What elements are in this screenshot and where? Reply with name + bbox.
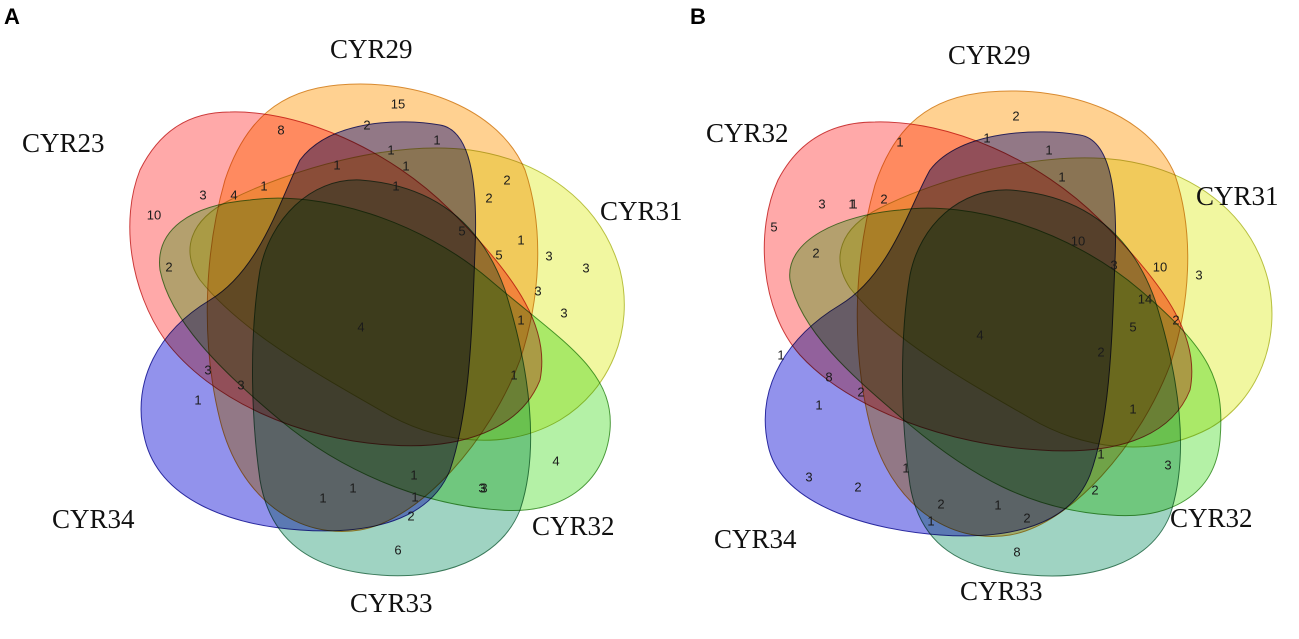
region-count: 3 xyxy=(1164,457,1171,472)
region-count: 2 xyxy=(857,384,864,399)
region-count: 2 xyxy=(363,117,370,132)
region-count: 1 xyxy=(896,134,903,149)
region-count: 3 xyxy=(805,469,812,484)
region-count: 1 xyxy=(333,157,340,172)
region-count: 1 xyxy=(848,196,855,211)
region-count: 1 xyxy=(510,367,517,382)
region-count: 3 xyxy=(199,187,206,202)
venn-panel-a: A CYR29 CYR23 CYR31 CYR34 CYR32 CYR33 15… xyxy=(0,0,683,639)
region-count: 4 xyxy=(357,319,364,334)
region-count: 1 xyxy=(411,489,418,504)
venn-shapes xyxy=(129,83,625,577)
region-count: 2 xyxy=(1012,108,1019,123)
venn-diagram: CYR29 CYR32 CYR31 CYR34 CYR32 CYR33 2 1 … xyxy=(706,40,1279,606)
set-label: CYR34 xyxy=(52,504,135,534)
set-label: CYR32 xyxy=(706,118,789,148)
set-label: CYR31 xyxy=(1196,181,1279,211)
region-count: 2 xyxy=(880,191,887,206)
region-count: 5 xyxy=(495,247,502,262)
set-label: CYR29 xyxy=(330,34,413,64)
region-count: 1 xyxy=(850,196,857,211)
region-count: 8 xyxy=(825,369,832,384)
set-labels: CYR29 CYR23 CYR31 CYR34 CYR32 CYR33 xyxy=(22,34,683,618)
region-count: 3 xyxy=(1195,267,1202,282)
region-count: 1 xyxy=(517,312,524,327)
region-count: 1 xyxy=(815,397,822,412)
region-count: 10 xyxy=(1071,233,1085,248)
set-label: CYR29 xyxy=(948,40,1031,70)
region-count: 1 xyxy=(994,497,1001,512)
region-count: 1 xyxy=(1045,142,1052,157)
region-count: 2 xyxy=(812,245,819,260)
region-count: 1 xyxy=(433,132,440,147)
region-count: 3 xyxy=(545,248,552,263)
set-label: CYR33 xyxy=(960,576,1043,606)
region-count: 3 xyxy=(582,260,589,275)
set-label: CYR32 xyxy=(1170,503,1253,533)
set-shape-cyr34 xyxy=(140,121,477,532)
region-count: 1 xyxy=(410,467,417,482)
region-count: 8 xyxy=(1013,544,1020,559)
set-shape-cyr34 xyxy=(764,131,1117,537)
region-count: 1 xyxy=(777,347,784,362)
region-count: 2 xyxy=(407,508,414,523)
set-label: CYR32 xyxy=(532,511,615,541)
region-counts: 2 1 1 1 1 1 3 1 2 5 2 10 3 10 14 2 5 3 4… xyxy=(770,108,1202,559)
set-label: CYR34 xyxy=(714,524,797,554)
region-count: 2 xyxy=(1023,510,1030,525)
region-count: 1 xyxy=(402,158,409,173)
region-count: 4 xyxy=(230,187,237,202)
venn-diagram: CYR29 CYR23 CYR31 CYR34 CYR32 CYR33 15 8… xyxy=(22,34,683,618)
region-count: 1 xyxy=(319,490,326,505)
region-count: 8 xyxy=(277,122,284,137)
region-count: 4 xyxy=(552,453,559,468)
region-count: 2 xyxy=(165,259,172,274)
panel-letter: A xyxy=(4,4,20,29)
region-count: 3 xyxy=(204,362,211,377)
region-count: 1 xyxy=(194,392,201,407)
region-count: 1 xyxy=(927,513,934,528)
region-count: 2 xyxy=(485,190,492,205)
region-count: 3 xyxy=(818,196,825,211)
region-count: 14 xyxy=(1138,291,1152,306)
region-counts: 15 8 2 1 1 1 1 1 3 4 1 10 2 2 2 5 1 3 5 … xyxy=(147,96,590,557)
region-count: 3 xyxy=(478,480,485,495)
region-count: 1 xyxy=(349,480,356,495)
venn-panel-b: B CYR29 CYR32 CYR31 CYR34 CYR32 CYR33 2 … xyxy=(650,0,1299,639)
region-count: 2 xyxy=(1091,482,1098,497)
region-count: 10 xyxy=(1153,259,1167,274)
region-count: 1 xyxy=(260,178,267,193)
region-count: 3 xyxy=(534,283,541,298)
region-count: 3 xyxy=(560,305,567,320)
panel-letter: B xyxy=(690,4,706,29)
region-count: 1 xyxy=(392,178,399,193)
set-label: CYR31 xyxy=(600,196,683,226)
set-label: CYR23 xyxy=(22,128,105,158)
region-count: 10 xyxy=(147,207,161,222)
region-count: 15 xyxy=(391,96,405,111)
set-labels: CYR29 CYR32 CYR31 CYR34 CYR32 CYR33 xyxy=(706,40,1279,606)
region-count: 2 xyxy=(937,496,944,511)
region-count: 4 xyxy=(976,327,983,342)
region-count: 2 xyxy=(1172,312,1179,327)
region-count: 1 xyxy=(983,130,990,145)
region-count: 5 xyxy=(770,219,777,234)
venn-shapes xyxy=(763,90,1273,577)
region-count: 6 xyxy=(394,542,401,557)
region-count: 3 xyxy=(237,377,244,392)
region-count: 3 xyxy=(1110,257,1117,272)
region-count: 2 xyxy=(854,479,861,494)
set-label: CYR33 xyxy=(350,588,433,618)
region-count: 2 xyxy=(503,172,510,187)
region-count: 5 xyxy=(1129,319,1136,334)
region-count: 1 xyxy=(517,232,524,247)
region-count: 1 xyxy=(1097,446,1104,461)
region-count: 5 xyxy=(458,223,465,238)
region-count: 1 xyxy=(1129,401,1136,416)
region-count: 1 xyxy=(1058,169,1065,184)
region-count: 1 xyxy=(387,142,394,157)
region-count: 2 xyxy=(1097,344,1104,359)
region-count: 1 xyxy=(902,460,909,475)
region-count: 3 xyxy=(480,480,487,495)
